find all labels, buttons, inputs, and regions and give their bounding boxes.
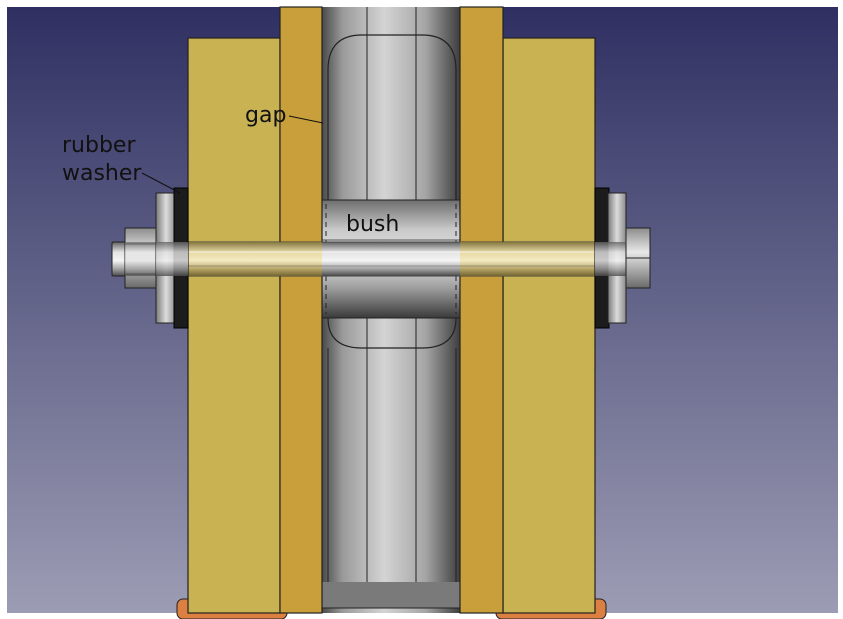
left-washer-bolt-pass xyxy=(156,242,188,276)
right-washer-bolt-pass xyxy=(595,242,626,276)
rubber-washer-label-line1: rubber xyxy=(62,133,136,158)
nut-right xyxy=(625,227,651,289)
outer-plate-left xyxy=(187,37,281,614)
inner-strip-left xyxy=(279,6,323,614)
bolt-shaft xyxy=(111,241,628,277)
gap-leader-line xyxy=(288,115,324,124)
bolt-head-left xyxy=(124,227,158,289)
bush-label: bush xyxy=(346,212,399,237)
gap-label: gap xyxy=(245,103,286,128)
inner-strip-right xyxy=(459,6,504,614)
outer-plate-right xyxy=(502,37,596,614)
rubber-washer-label-line2: washer xyxy=(62,161,142,186)
rubber-washer-leader-line xyxy=(141,172,181,194)
